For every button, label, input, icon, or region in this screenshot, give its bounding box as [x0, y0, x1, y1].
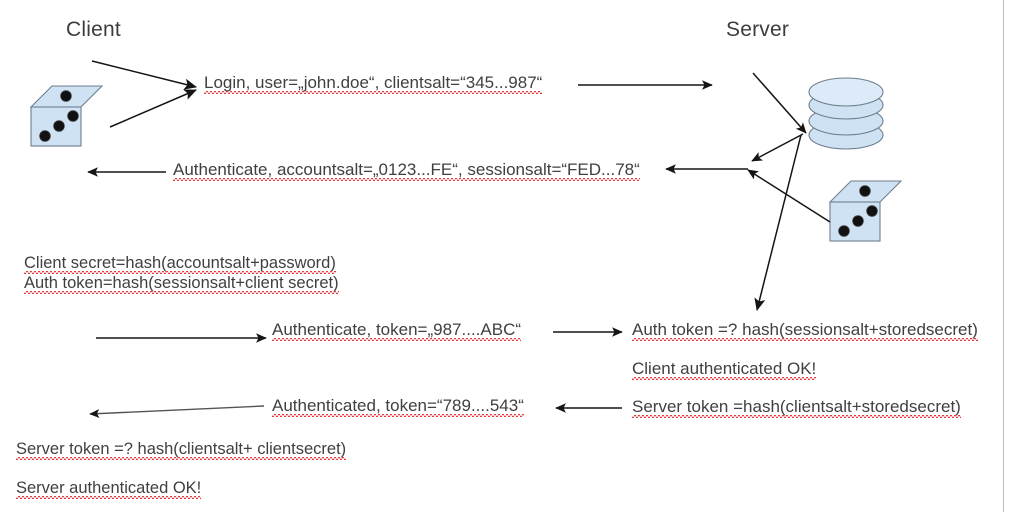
message-authenticate-salts-text: Authenticate, accountsalt=„0123...FE“, s…	[173, 160, 640, 182]
message-authenticate-token-text: Authenticate, token=„987....ABC“	[272, 320, 522, 342]
server-note-authtoken-check-text: Auth token =? hash(sessionsalt+storedsec…	[632, 320, 978, 342]
server-note-servertoken: Server token =hash(clientsalt+storedsecr…	[632, 397, 961, 419]
client-note-server-authenticated: Server authenticated OK!	[16, 479, 202, 500]
server-note-authtoken-check: Auth token =? hash(sessionsalt+storedsec…	[632, 320, 978, 342]
page-edge-divider	[1003, 0, 1004, 512]
server-note-client-authenticated: Client authenticated OK!	[632, 359, 817, 381]
arrow-serverdice-to-reply	[747, 169, 831, 223]
page-title-client: Client	[66, 18, 121, 41]
message-login: Login, user=„john.doe“, clientsalt=“345.…	[204, 73, 543, 95]
dice-icon-server	[828, 180, 903, 242]
arrow-client-to-login-lower	[109, 89, 197, 128]
arrow-database-to-reply	[751, 133, 804, 162]
arrow-authenticated-token-left	[89, 405, 265, 419]
server-note-servertoken-text: Server token =hash(clientsalt+storedsecr…	[632, 397, 961, 419]
client-note-servertoken-check: Server token =? hash(clientsalt+ clients…	[16, 440, 347, 461]
message-authenticate-token: Authenticate, token=„987....ABC“	[272, 320, 522, 342]
client-note-authtoken-text: Auth token=hash(sessionsalt+client secre…	[24, 274, 339, 295]
client-note-server-authenticated-text: Server authenticated OK!	[16, 479, 202, 500]
client-note-servertoken-check-text: Server token =? hash(clientsalt+ clients…	[16, 440, 347, 461]
client-note-secret: Client secret=hash(accountsalt+password)	[24, 254, 336, 275]
server-note-client-authenticated-text: Client authenticated OK!	[632, 359, 817, 381]
message-authenticated-token: Authenticated, token=“789....543“	[272, 396, 524, 418]
arrow-database-to-authcheck	[754, 134, 802, 311]
database-cylinder-icon	[808, 77, 884, 150]
arrow-into-database	[752, 72, 807, 134]
client-note-authtoken: Auth token=hash(sessionsalt+client secre…	[24, 274, 339, 295]
page-title-server: Server	[726, 18, 790, 41]
client-note-secret-text: Client secret=hash(accountsalt+password)	[24, 254, 336, 275]
message-login-text: Login, user=„john.doe“, clientsalt=“345.…	[204, 73, 543, 95]
message-authenticate-salts: Authenticate, accountsalt=„0123...FE“, s…	[173, 160, 640, 182]
arrow-client-to-login-upper	[91, 60, 197, 90]
dice-icon-client	[29, 85, 104, 147]
message-authenticated-token-text: Authenticated, token=“789....543“	[272, 396, 524, 418]
